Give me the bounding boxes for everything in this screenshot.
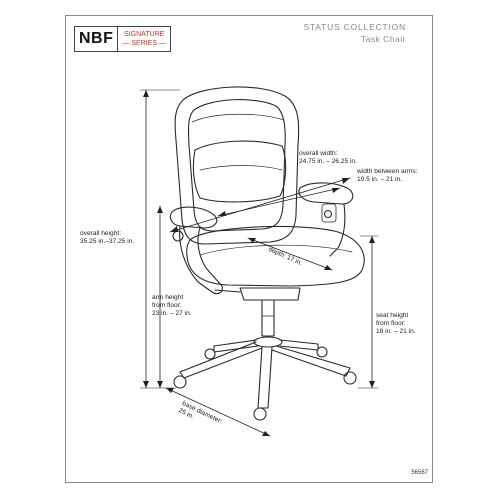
- left-armrest: [169, 206, 218, 229]
- base-leg-3: [271, 345, 351, 377]
- base-leg-5: [279, 339, 319, 351]
- seat-cushion: [186, 225, 365, 287]
- logo-main: NBF: [79, 30, 114, 47]
- seat-mechanism: [239, 287, 301, 301]
- nbf-signature-logo: NBF SIGNATURE — SERIES —: [74, 26, 171, 52]
- collection-title: STATUS COLLECTION: [303, 22, 406, 32]
- caster-wheel: [316, 346, 328, 358]
- backrest-outline: [174, 86, 300, 245]
- overall-height-callout: overall height: 35.25 in.–37.25 in.: [80, 230, 134, 246]
- product-name: Task Chair: [360, 34, 406, 44]
- between-arms-callout: width between arms: 19.5 in. – 21 in.: [357, 168, 417, 184]
- left-control-knob: [172, 230, 184, 242]
- arm-height-label-1: arm height: [152, 294, 184, 301]
- seat-height-callout: seat height from floor: 18 in. – 21 in.: [376, 312, 416, 336]
- arm-height-callout: arm height from floor: 23 in. – 27 in.: [152, 294, 192, 318]
- overall-height-label: overall height:: [80, 230, 122, 237]
- lumbar-cushion: [192, 140, 287, 203]
- caster-wheel: [253, 407, 267, 421]
- dimension-arrowheads: [143, 90, 375, 436]
- logo-line-2: — SERIES —: [122, 40, 166, 47]
- model-number: 56567: [411, 470, 428, 476]
- right-control-knob: [323, 209, 333, 219]
- caster-wheel: [204, 348, 216, 360]
- logo-line-1: SIGNATURE: [124, 31, 165, 38]
- gas-cylinder: [261, 299, 275, 337]
- right-armrest: [298, 182, 354, 205]
- collection-header: STATUS COLLECTION Task Chair: [303, 22, 406, 44]
- base-leg-1: [179, 341, 263, 379]
- caster-wheel: [173, 375, 187, 389]
- seat-height-label-1: seat height: [376, 312, 409, 319]
- caster-wheel: [343, 371, 357, 385]
- between-arms-label: width between arms:: [357, 168, 418, 175]
- between-arms-value: 19.5 in. – 21 in.: [357, 176, 403, 183]
- base-hub: [253, 336, 283, 348]
- overall-width-callout: overall width: 24.75 in. – 26.25 in.: [299, 150, 357, 166]
- seat-height-label-2: from floor:: [376, 320, 406, 327]
- overall-width-label: overall width:: [299, 150, 338, 157]
- overall-width-value: 24.75 in. – 26.25 in.: [299, 158, 357, 165]
- overall-height-value: 35.25 in.–37.25 in.: [80, 238, 135, 245]
- logo-signature: SIGNATURE — SERIES —: [117, 27, 170, 51]
- base-leg-2: [257, 346, 273, 409]
- arm-height-label-2: from floor:: [152, 302, 182, 309]
- spec-sheet-frame: [65, 15, 433, 483]
- base-leg-4: [213, 339, 259, 353]
- dimension-lines: [139, 89, 379, 437]
- seat-height-value: 18 in. – 21 in.: [376, 328, 416, 335]
- backrest-inner: [187, 99, 286, 232]
- arm-height-value: 23 in. – 27 in.: [152, 310, 192, 317]
